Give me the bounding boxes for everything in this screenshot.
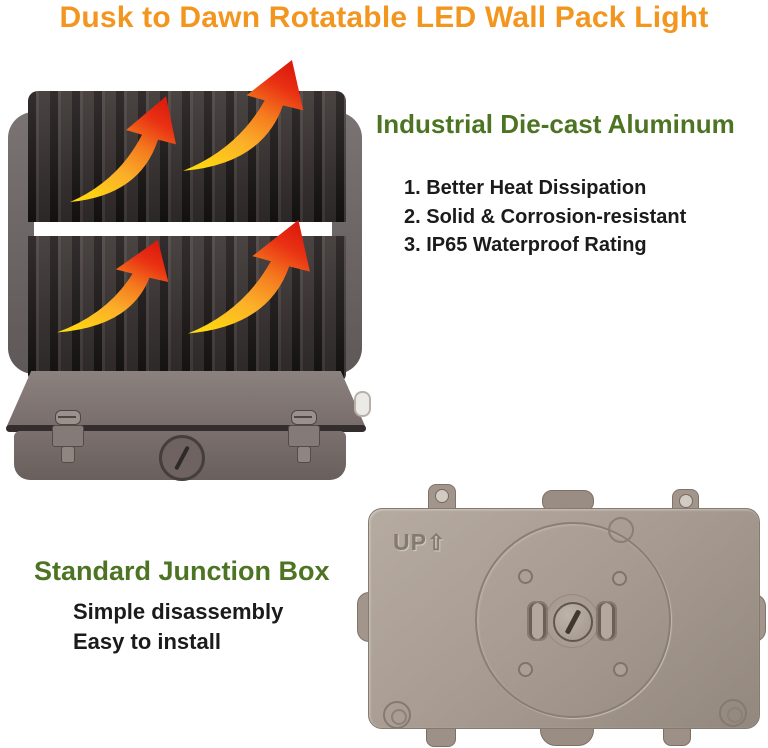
round-cover-plate [475, 522, 671, 718]
feature-item: Simple disassembly [73, 599, 284, 624]
feature-item: 2. Solid & Corrosion-resistant [404, 205, 687, 228]
up-marking: UP⇧ [393, 529, 446, 556]
clamp-screw-right [288, 410, 320, 463]
mounting-slot-right [596, 601, 617, 641]
screw-hole [613, 662, 628, 677]
up-arrow-icon: ⇧ [426, 530, 447, 555]
product-title: Dusk to Dawn Rotatable LED Wall Pack Lig… [59, 1, 709, 34]
corner-knockout [383, 701, 411, 729]
aluminum-feature-list: 1. Better Heat Dissipation 2. Solid & Co… [404, 174, 686, 260]
heatsink-fins-bottom [28, 236, 346, 382]
junction-heading: Standard Junction Box [34, 556, 330, 586]
up-text: UP [393, 529, 427, 555]
screw-hole [518, 569, 533, 584]
heatsink-fins-top [28, 91, 346, 222]
aluminum-heading: Industrial Die-cast Aluminum [376, 109, 735, 139]
mounting-slot-left [527, 601, 548, 641]
screw-hole [612, 571, 627, 586]
junction-feature-list: Simple disassembly Easy to install [73, 597, 283, 656]
clamp-screw-left [52, 410, 84, 463]
feature-item: 3. IP65 Waterproof Rating [404, 234, 647, 256]
screw-hole-ring [608, 517, 634, 543]
center-screw [553, 602, 593, 642]
photocell-sensor [354, 391, 371, 417]
corner-knockout [719, 699, 747, 727]
junction-box-body: UP⇧ [368, 508, 760, 729]
knockout-screw [159, 435, 205, 481]
feature-item: Easy to install [73, 628, 221, 654]
feature-item: 1. Better Heat Dissipation [404, 177, 647, 199]
heatsink-gap [34, 222, 332, 236]
housing-seam [6, 425, 366, 432]
screw-hole [518, 662, 533, 677]
